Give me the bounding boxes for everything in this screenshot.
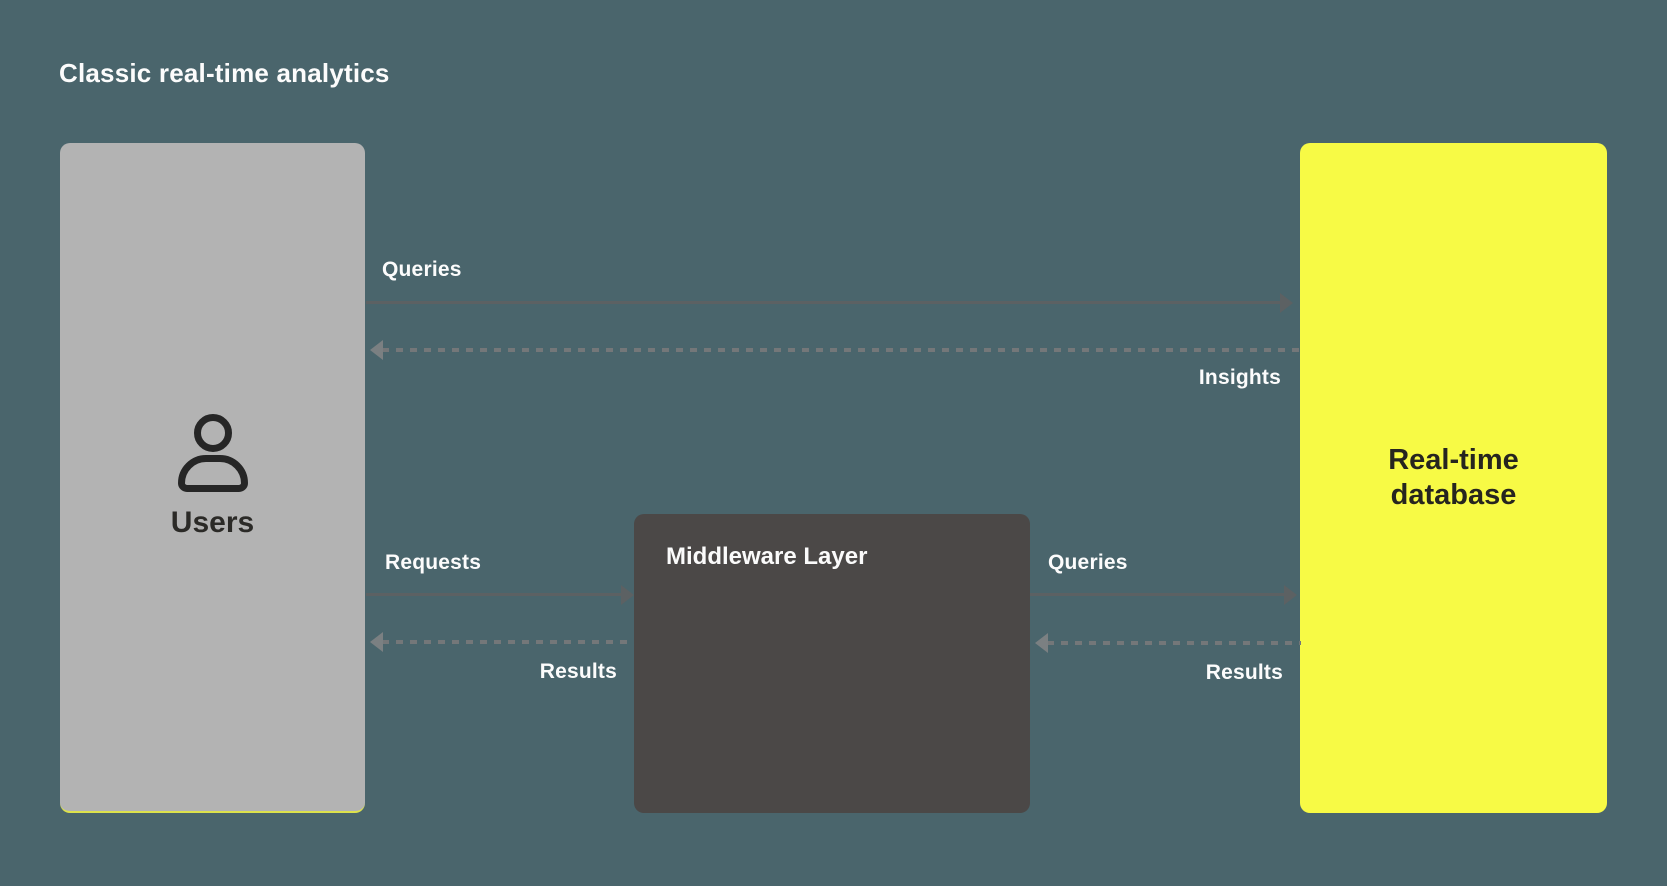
arrow-line: [1030, 593, 1286, 596]
arrow-results-middleware-to-users: [370, 632, 634, 652]
arrowhead-right-icon: [621, 585, 634, 605]
arrow-insights-database-to-users: [370, 340, 1301, 360]
edge-label-results-left: Results: [539, 660, 617, 683]
node-database: Real-time database: [1300, 143, 1607, 813]
edge-label-insights: Insights: [1198, 366, 1281, 389]
node-middleware: Middleware Layer: [634, 514, 1030, 813]
edge-label-queries-top: Queries: [382, 258, 462, 281]
arrowhead-left-icon: [1035, 633, 1048, 653]
edge-label-results-right: Results: [1205, 661, 1283, 684]
arrow-line: [1047, 641, 1301, 645]
edge-label-queries-right: Queries: [1048, 551, 1128, 574]
arrowhead-left-icon: [370, 340, 383, 360]
arrowhead-right-icon: [1284, 585, 1297, 605]
arrow-line: [366, 301, 1282, 304]
arrow-queries-users-to-database: [366, 293, 1293, 313]
node-database-label: Real-time database: [1388, 444, 1519, 511]
arrow-line: [382, 348, 1301, 352]
node-users-label: Users: [170, 506, 255, 539]
node-middleware-label: Middleware Layer: [666, 543, 868, 570]
arrow-line: [382, 640, 634, 644]
user-icon: [177, 414, 248, 492]
arrow-line: [366, 593, 623, 596]
node-users: Users: [60, 143, 365, 813]
edge-label-requests: Requests: [385, 551, 482, 574]
arrow-results-database-to-middleware: [1035, 633, 1301, 653]
diagram-title: Classic real-time analytics: [59, 58, 390, 88]
arrow-queries-middleware-to-database: [1030, 585, 1297, 605]
arrowhead-left-icon: [370, 632, 383, 652]
arrowhead-right-icon: [1280, 293, 1293, 313]
node-users-content: Users: [171, 414, 254, 540]
arrow-requests-users-to-middleware: [366, 585, 634, 605]
